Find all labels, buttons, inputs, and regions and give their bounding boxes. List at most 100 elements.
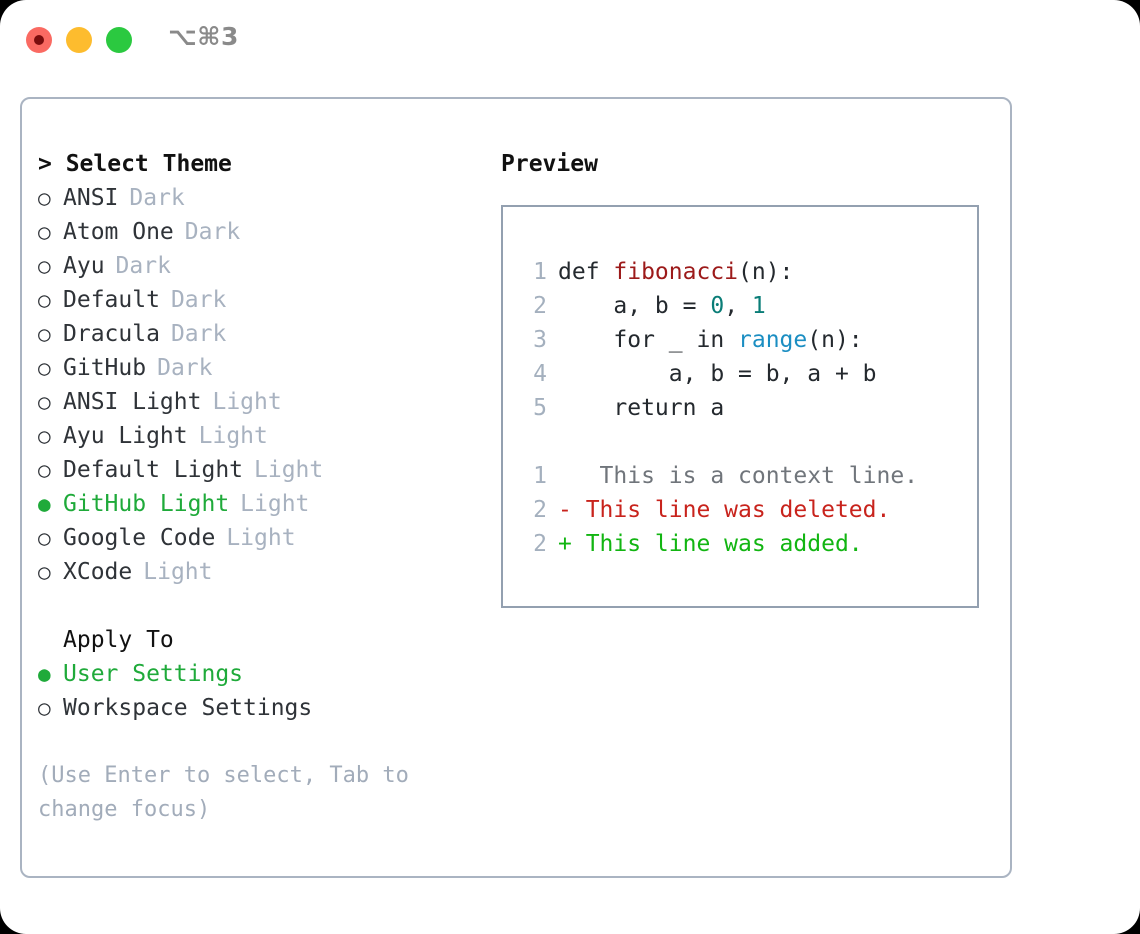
code-token: (n): [738, 259, 794, 285]
code-token: for _ in [558, 327, 739, 353]
code-token: def [558, 259, 614, 285]
diff-line: 2 + This line was added. [523, 527, 918, 561]
theme-option-8[interactable]: ○ Default Light Light [38, 453, 478, 487]
line-number: 2 [533, 531, 547, 557]
code-line: 1 def fibonacci(n): [523, 255, 918, 289]
radio-unselected-icon: ○ [38, 220, 51, 244]
radio-unselected-icon: ○ [38, 390, 51, 414]
theme-option-label: Default Light [63, 457, 244, 483]
theme-variant-badge: Light [198, 423, 268, 449]
radio-unselected-icon: ○ [38, 424, 51, 448]
theme-variant-badge: Light [240, 491, 310, 517]
diff-text: + This line was added. [558, 531, 863, 557]
radio-unselected-icon: ○ [38, 560, 51, 584]
theme-option-4[interactable]: ○ Dracula Dark [38, 317, 478, 351]
theme-option-label: ANSI Light [63, 389, 202, 415]
preview-column: Preview [501, 147, 991, 181]
theme-option-label: Google Code [63, 525, 216, 551]
apply-to-heading: Apply To [63, 627, 174, 653]
theme-variant-badge: Dark [184, 219, 241, 245]
title-bar: ⌥⌘3 [0, 0, 1140, 80]
code-text: return a [558, 391, 724, 425]
theme-variant-badge: Light [226, 525, 296, 551]
theme-option-3[interactable]: ○ Default Dark [38, 283, 478, 317]
apply-to-option-label: User Settings [63, 661, 244, 687]
theme-variant-badge: Light [143, 559, 213, 585]
code-token: , [724, 293, 752, 319]
select-theme-heading: > Select Theme [38, 151, 232, 177]
code-line: 2 a, b = 0, 1 [523, 289, 918, 323]
theme-option-label: Default [63, 287, 160, 313]
theme-option-7[interactable]: ○ Ayu Light Light [38, 419, 478, 453]
radio-selected-icon: ● [38, 662, 51, 686]
code-line: 4 a, b = b, a + b [523, 357, 918, 391]
radio-unselected-icon: ○ [38, 458, 51, 482]
theme-option-9[interactable]: ● GitHub Light Light [38, 487, 478, 521]
minimize-window-button[interactable] [66, 27, 92, 53]
code-token: range [738, 327, 808, 353]
code-line: 3 for _ in range(n): [523, 323, 918, 357]
code-token: 0 [710, 293, 725, 319]
theme-option-label: Dracula [63, 321, 160, 347]
theme-option-label: GitHub [63, 355, 147, 381]
apply-to-list[interactable]: ● User Settings ○ Workspace Settings [38, 657, 478, 725]
theme-option-label: Atom One [63, 219, 174, 245]
line-number: 3 [533, 327, 547, 353]
code-text: def fibonacci(n): [558, 255, 793, 289]
diff-text: This is a context line. [558, 463, 919, 489]
code-token: a, b = [558, 293, 711, 319]
code-token: fibonacci [613, 259, 739, 285]
diff-text: - This line was deleted. [558, 497, 891, 523]
theme-option-label: XCode [63, 559, 133, 585]
theme-option-label: Ayu Light [63, 423, 188, 449]
line-number: 5 [533, 395, 547, 421]
recording-indicator-icon [34, 35, 44, 45]
keyboard-shortcut-label: ⌥⌘3 [168, 22, 239, 51]
apply-to-option-label: Workspace Settings [63, 695, 313, 721]
radio-unselected-icon: ○ [38, 526, 51, 550]
radio-selected-icon: ● [38, 492, 51, 516]
theme-option-11[interactable]: ○ XCode Light [38, 555, 478, 589]
line-number: 1 [533, 463, 547, 489]
code-token: return a [558, 395, 725, 421]
code-token: 1 [751, 293, 766, 319]
radio-unselected-icon: ○ [38, 186, 51, 210]
apply-to-section: Apply To ● User Settings ○ Workspace Settin… [38, 623, 478, 725]
theme-variant-badge: Light [212, 389, 282, 415]
code-token: (n): [807, 327, 863, 353]
theme-option-label: GitHub Light [63, 491, 230, 517]
theme-option-0[interactable]: ○ ANSI Dark [38, 181, 478, 215]
theme-option-label: ANSI [63, 185, 119, 211]
radio-unselected-icon: ○ [38, 322, 51, 346]
theme-variant-badge: Light [254, 457, 324, 483]
theme-variant-badge: Dark [170, 287, 227, 313]
apply-to-option-0[interactable]: ● User Settings [38, 657, 478, 691]
theme-option-label: Ayu [63, 253, 105, 279]
code-diff-separator [523, 425, 918, 459]
code-text: for _ in range(n): [558, 323, 863, 357]
line-number: 1 [533, 259, 547, 285]
maximize-window-button[interactable] [106, 27, 132, 53]
theme-variant-badge: Dark [129, 185, 185, 211]
theme-variant-badge: Dark [170, 321, 227, 347]
theme-option-10[interactable]: ○ Google Code Light [38, 521, 478, 555]
theme-variant-badge: Dark [115, 253, 171, 279]
radio-unselected-icon: ○ [38, 696, 51, 720]
theme-option-1[interactable]: ○ Atom One Dark [38, 215, 478, 249]
preview-heading: Preview [501, 151, 598, 177]
theme-option-6[interactable]: ○ ANSI Light Light [38, 385, 478, 419]
diff-line: 1 This is a context line. [523, 459, 918, 493]
code-text: a, b = b, a + b [558, 357, 877, 391]
line-number: 2 [533, 497, 547, 523]
apply-to-option-1[interactable]: ○ Workspace Settings [38, 691, 478, 725]
radio-unselected-icon: ○ [38, 288, 51, 312]
code-text: a, b = 0, 1 [558, 289, 766, 323]
theme-variant-badge: Dark [157, 355, 213, 381]
